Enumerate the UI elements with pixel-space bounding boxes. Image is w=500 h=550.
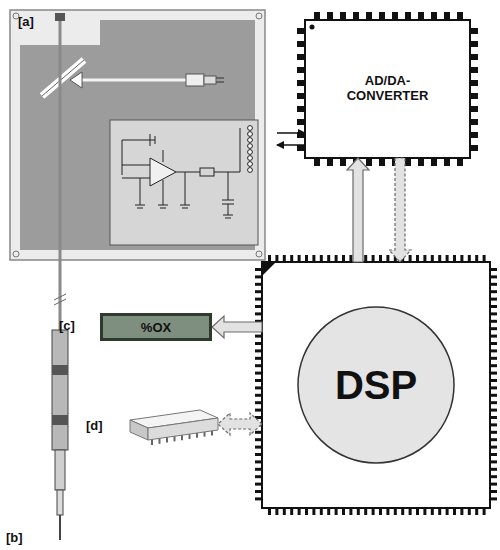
memory-chip: [148, 418, 218, 440]
dsp-chip: DSP: [262, 262, 490, 508]
chip-pins: [297, 12, 478, 166]
converter-chip: [305, 20, 470, 158]
break-mark: [54, 294, 66, 300]
connector-pin: [248, 132, 253, 137]
schematic: [122, 128, 240, 218]
beam-splitter: [42, 60, 84, 96]
wire: [214, 172, 240, 173]
chip-label: DSP: [335, 362, 417, 408]
chip-die: [298, 307, 454, 463]
memory-callout: [d]: [86, 418, 103, 433]
connector-pin: [248, 162, 253, 167]
wire: [163, 180, 164, 205]
data-flow-arrow: [389, 158, 411, 262]
pin1-mark: [262, 262, 276, 276]
board-callout: [a]: [18, 14, 277, 29]
ground-symbol: [135, 205, 233, 218]
mount-hole: [256, 13, 262, 19]
beam-splitter: [42, 60, 84, 96]
wire: [228, 172, 229, 200]
lens: [70, 72, 82, 88]
probe-cap: [55, 13, 65, 21]
wire: [122, 140, 123, 175]
display-readout: %OX: [141, 320, 171, 335]
wire: [228, 204, 229, 215]
probe-fiber: [59, 21, 62, 330]
connector-pin: [248, 168, 253, 173]
connector-pin: [248, 150, 253, 155]
wire: [176, 172, 200, 173]
connector-pin: [216, 77, 224, 79]
display-callout: [c]: [59, 318, 75, 333]
chip-pins: [255, 255, 497, 515]
circuit-board: [10, 10, 265, 260]
resistor-symbol: [200, 168, 214, 176]
wire: [185, 172, 186, 205]
converter-chip: AD/DA-CONVERTER: [305, 20, 470, 158]
probe-band: [52, 415, 68, 425]
mount-hole: [256, 251, 262, 257]
probe-tip: [55, 450, 65, 490]
wire: [240, 128, 241, 172]
capacitor-plate: [150, 134, 151, 146]
probe-band: [52, 365, 68, 375]
probe-tip: [57, 490, 63, 515]
data-flow-arrow: [218, 413, 262, 435]
memory-chip: [d]: [130, 408, 218, 446]
mount-hole: [13, 251, 19, 257]
connector-pin: [248, 126, 253, 131]
connector-pins: [248, 126, 253, 173]
display-panel: [c]%OX: [100, 313, 212, 341]
dsp-chip: [262, 262, 490, 508]
signal-arrow: [277, 144, 305, 146]
signal-arrow: [277, 132, 305, 134]
schematic-inset: [110, 120, 258, 245]
fiber-connector: [186, 74, 204, 86]
data-flow-arrow: [212, 316, 262, 338]
data-flow-arrow: [347, 158, 369, 262]
wire: [140, 178, 141, 205]
probe-needle: [59, 515, 61, 540]
chip-label: AD/DA-CONVERTER: [332, 74, 444, 104]
circuit-board: [a]: [10, 10, 277, 260]
memory-chip: [130, 420, 148, 440]
wire: [122, 165, 150, 166]
wire: [163, 150, 164, 162]
connector-pin: [216, 81, 224, 83]
optical-fiber: [78, 79, 186, 82]
break-mark: [54, 299, 66, 305]
connector-pin: [248, 144, 253, 149]
probe-body: [52, 330, 68, 450]
connector-pin: [248, 156, 253, 161]
capacitor-plate: [222, 200, 234, 201]
capacitor-plate: [155, 136, 156, 144]
probe-callout: [b]: [6, 530, 23, 545]
fiber-connector: [204, 76, 216, 84]
connector-pin: [248, 138, 253, 143]
pin1-mark: [310, 25, 315, 30]
wire: [122, 178, 150, 179]
